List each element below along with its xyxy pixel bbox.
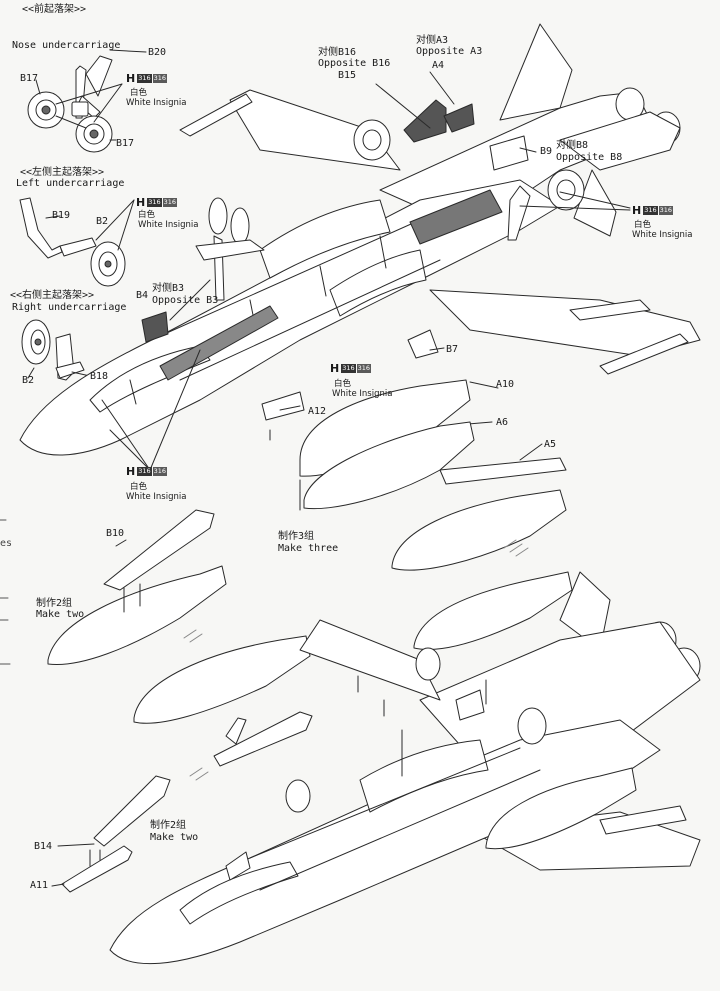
paint-letter: H <box>136 196 146 209</box>
paint-swatch: 316 <box>152 74 168 83</box>
aircraft-upper-drawing <box>19 23 701 456</box>
make-two-lower-en: Make two <box>150 832 199 843</box>
part-label-b2-right: B2 <box>22 375 35 386</box>
part-label-a4: A4 <box>432 60 445 71</box>
make-two-lower-cn: 制作2组 <box>150 820 187 831</box>
part-label-a5: A5 <box>544 439 557 450</box>
opposite-b16-en: Opposite B16 <box>318 58 391 69</box>
opposite-b8-cn: 对侧B8 <box>556 140 589 151</box>
paint-name-cn: 白色 <box>130 88 148 98</box>
paint-name-en: White Insignia <box>126 98 187 108</box>
paint-swatch: 316 <box>137 467 152 476</box>
nose-gear-drawing <box>27 55 113 153</box>
paint-callout-b7: H 316 316 <box>330 362 372 375</box>
paint-callout-right-wheel: H 316 316 <box>632 204 674 217</box>
paint-name-en: White Insignia <box>632 230 693 240</box>
paint-callout-nose: H 316 316 <box>126 72 168 85</box>
margin-text: es <box>0 538 13 549</box>
opposite-b16-cn: 对侧B16 <box>318 47 357 58</box>
part-label-b17-top: B17 <box>20 73 39 84</box>
paint-swatch: 316 <box>152 467 168 476</box>
opposite-a3-en: Opposite A3 <box>416 46 483 57</box>
wing-pylon-set-upper <box>47 509 313 767</box>
part-label-b4: B4 <box>136 290 149 301</box>
make-three-en: Make three <box>278 543 339 554</box>
part-label-b7: B7 <box>446 344 459 355</box>
paint-callout-nose-gear-doors: H 316 316 <box>126 465 168 478</box>
paint-swatch: 316 <box>147 198 162 207</box>
part-label-b17-bottom: B17 <box>116 138 135 149</box>
paint-letter: H <box>126 72 136 85</box>
right-gear-heading-en: Right undercarriage <box>12 302 127 313</box>
right-gear-drawing <box>21 319 85 381</box>
paint-name-cn: 白色 <box>634 220 652 230</box>
paint-letter: H <box>330 362 340 375</box>
paint-name-cn: 白色 <box>334 379 352 389</box>
paint-swatch: 316 <box>137 74 152 83</box>
part-label-a11: A11 <box>30 880 49 891</box>
paint-swatch: 316 <box>658 206 674 215</box>
opposite-b8-en: Opposite B8 <box>556 152 623 163</box>
paint-swatch: 316 <box>356 364 372 373</box>
make-two-upper-en: Make two <box>36 609 85 620</box>
make-two-upper-cn: 制作2组 <box>36 598 73 609</box>
flow-arrows <box>183 539 529 781</box>
paint-letter: H <box>126 465 136 478</box>
paint-name-cn: 白色 <box>138 210 156 220</box>
paint-name-cn: 白色 <box>130 482 148 492</box>
part-label-b15: B15 <box>338 70 357 81</box>
part-label-a10: A10 <box>496 379 515 390</box>
part-label-b10: B10 <box>106 528 125 539</box>
paint-name-en: White Insignia <box>138 220 199 230</box>
right-gear-heading-cn: <<右侧主起落架>> <box>10 290 95 301</box>
paint-swatch: 316 <box>341 364 356 373</box>
make-three-cn: 制作3组 <box>278 531 315 542</box>
leader-lines-upper <box>101 71 631 511</box>
part-label-b20: B20 <box>148 47 167 58</box>
nose-gear-heading-cn: <<前起落架>> <box>22 4 87 15</box>
drop-tank-set <box>299 379 567 571</box>
paint-name-en: White Insignia <box>332 389 393 399</box>
part-label-a12: A12 <box>308 406 327 417</box>
paint-name-en: White Insignia <box>126 492 187 502</box>
part-label-b19: B19 <box>52 210 71 221</box>
left-gear-drawing <box>19 197 126 287</box>
nose-gear-heading-en: Nose undercarriage <box>12 40 121 51</box>
opposite-b3-en: Opposite B3 <box>152 295 219 306</box>
part-label-a6: A6 <box>496 417 509 428</box>
paint-letter: H <box>632 204 642 217</box>
paint-callout-left-gear: H 316 316 <box>136 196 178 209</box>
part-label-b2-left: B2 <box>96 216 109 227</box>
paint-swatch: 316 <box>643 206 658 215</box>
left-gear-heading-cn: <<左侧主起落架>> <box>20 167 105 178</box>
opposite-a3-cn: 对侧A3 <box>416 35 449 46</box>
wing-pylon-set-lower <box>61 775 171 893</box>
aircraft-lower-drawing <box>109 571 701 965</box>
part-label-b14: B14 <box>34 841 53 852</box>
paint-swatch: 316 <box>162 198 178 207</box>
opposite-b3-cn: 对侧B3 <box>152 283 185 294</box>
part-label-b18: B18 <box>90 371 109 382</box>
part-label-b9: B9 <box>540 146 553 157</box>
left-gear-heading-en: Left undercarriage <box>16 178 125 189</box>
